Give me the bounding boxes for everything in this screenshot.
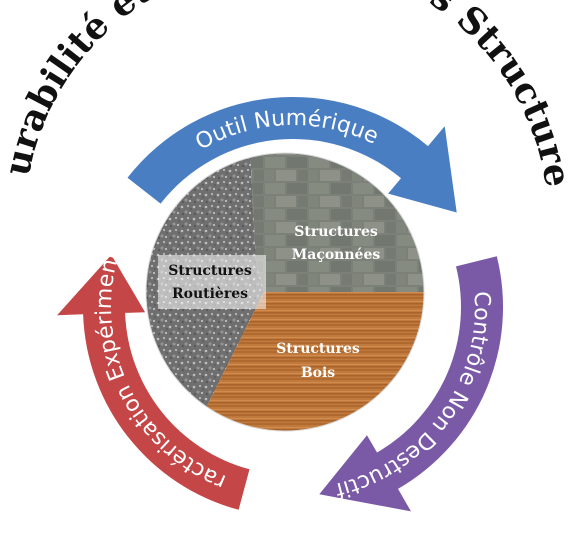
sector-road-label-1: Structures [168, 263, 252, 279]
sector-road-label-2: Routières [172, 286, 248, 302]
sector-wood [194, 292, 424, 431]
arrow-caracterisation [57, 254, 250, 510]
sector-wood-label-2: Bois [301, 365, 335, 381]
arrow-outil-numerique [127, 96, 457, 213]
arrow-controle-non-destructif [319, 256, 504, 512]
sector-masonry-label-1: Structures [294, 224, 378, 240]
sector-wood-label-1: Structures [276, 341, 360, 357]
road-label-background [158, 255, 266, 309]
material-disc [146, 153, 424, 431]
disc-outline [145, 152, 425, 432]
cycle-arrows [57, 96, 504, 512]
sector-masonry-label-2: Maçonnées [292, 247, 381, 263]
